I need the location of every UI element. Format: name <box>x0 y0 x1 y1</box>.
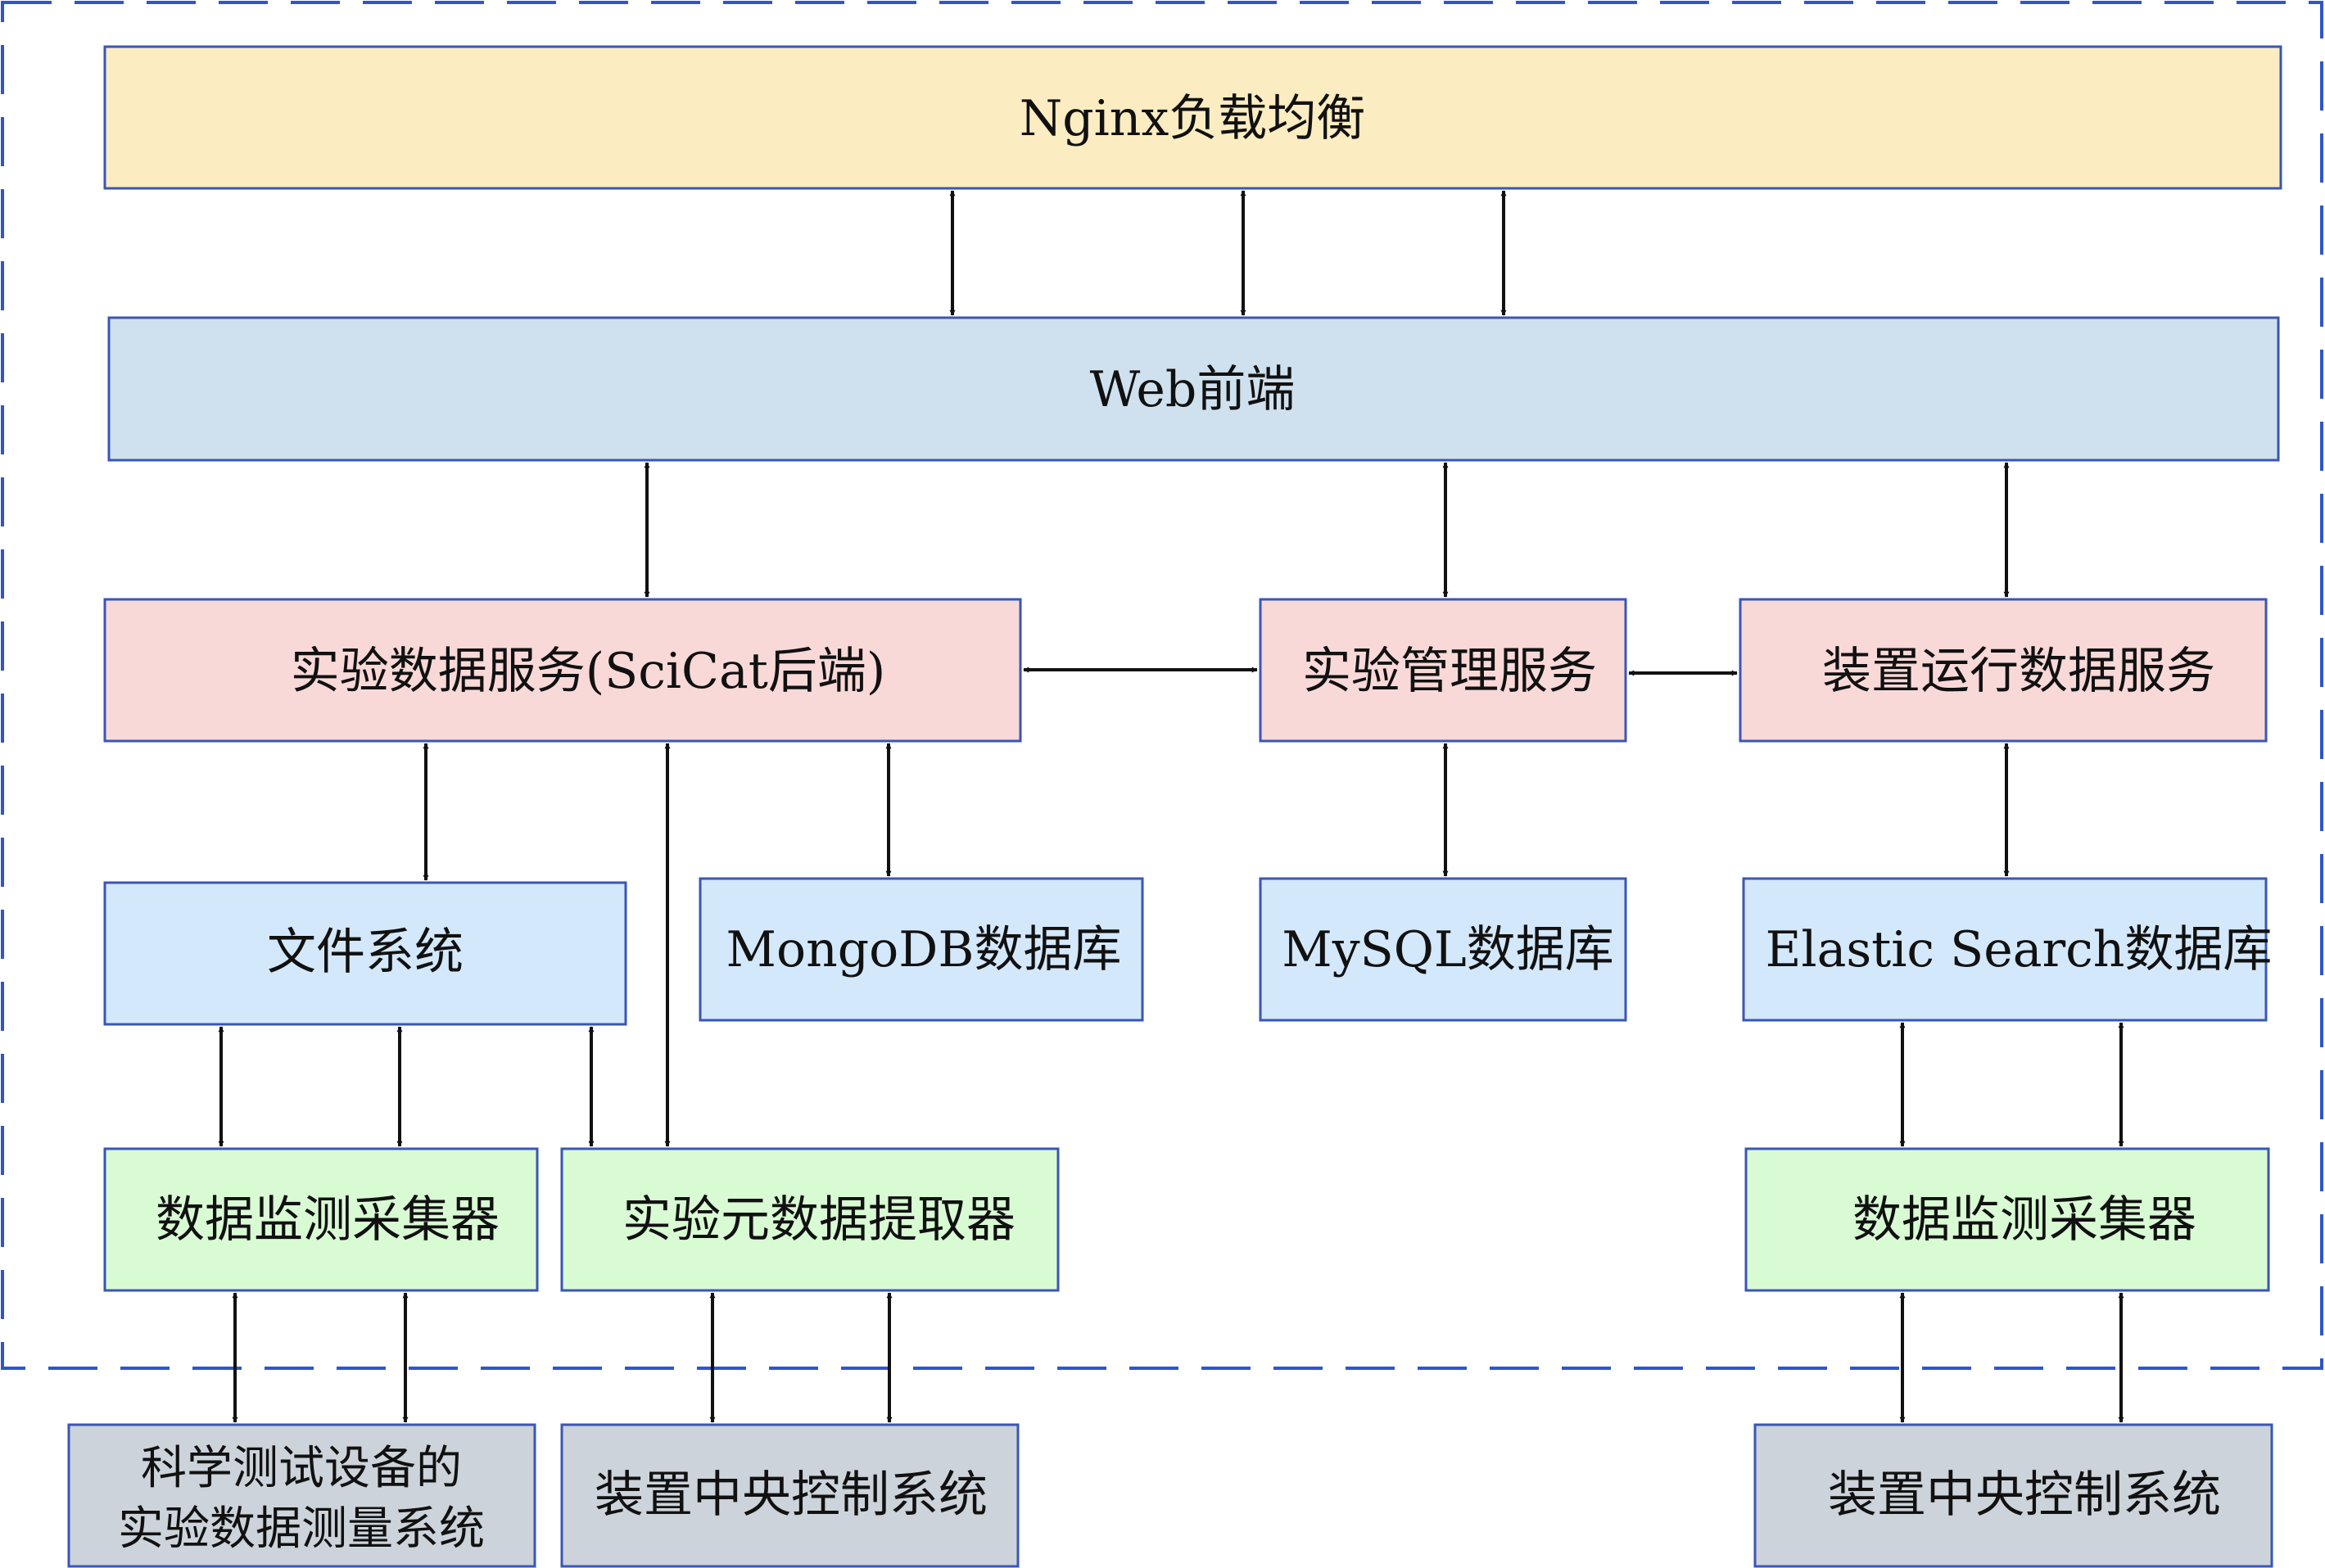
science-measurement-system-box: 科学测试设备的 实验数据测量系统 <box>67 1423 536 1568</box>
metadata-extractor-label: 实验元数据提取器 <box>622 1191 1015 1249</box>
elasticsearch-label: Elastic Search数据库 <box>1766 921 2273 978</box>
mysql-box: MySQL数据库 <box>1259 877 1627 1022</box>
central-control-mid-label: 装置中央控制系统 <box>595 1466 988 1524</box>
central-control-right-box: 装置中央控制系统 <box>1753 1423 2273 1568</box>
filesystem-box: 文件系统 <box>103 881 627 1026</box>
nginx-box: Nginx负载均衡 <box>103 45 2282 190</box>
scicat-service-label: 实验数据服务(SciCat后端) <box>291 643 886 700</box>
device-data-service-box: 装置运行数据服务 <box>1739 598 2268 743</box>
central-control-right-label: 装置中央控制系统 <box>1828 1466 2221 1524</box>
data-collector-right-label: 数据监测采集器 <box>1852 1191 2196 1249</box>
experiment-management-label: 实验管理服务 <box>1302 643 1597 700</box>
science-measurement-line2: 实验数据测量系统 <box>118 1502 485 1556</box>
mongodb-box: MongoDB数据库 <box>699 877 1144 1022</box>
data-collector-left-box: 数据监测采集器 <box>103 1147 539 1292</box>
data-collector-right-box: 数据监测采集器 <box>1744 1147 2270 1292</box>
scicat-service-box: 实验数据服务(SciCat后端) <box>103 598 1022 743</box>
science-measurement-line1: 科学测试设备的 <box>141 1442 462 1495</box>
central-control-mid-box: 装置中央控制系统 <box>560 1423 1020 1568</box>
system-boundary <box>1 1 2323 1370</box>
mysql-label: MySQL数据库 <box>1282 921 1613 978</box>
elasticsearch-box: Elastic Search数据库 <box>1742 877 2273 1022</box>
filesystem-label: 文件系统 <box>267 924 464 981</box>
web-frontend-box: Web前端 <box>107 316 2280 462</box>
experiment-management-box: 实验管理服务 <box>1259 598 1627 743</box>
web-frontend-label: Web前端 <box>1090 361 1296 418</box>
data-collector-left-label: 数据监测采集器 <box>156 1191 500 1249</box>
metadata-extractor-box: 实验元数据提取器 <box>560 1147 1060 1292</box>
nginx-label: Nginx负载均衡 <box>1020 90 1366 147</box>
device-data-service-label: 装置运行数据服务 <box>1822 643 2215 700</box>
mongodb-label: MongoDB数据库 <box>726 921 1122 978</box>
